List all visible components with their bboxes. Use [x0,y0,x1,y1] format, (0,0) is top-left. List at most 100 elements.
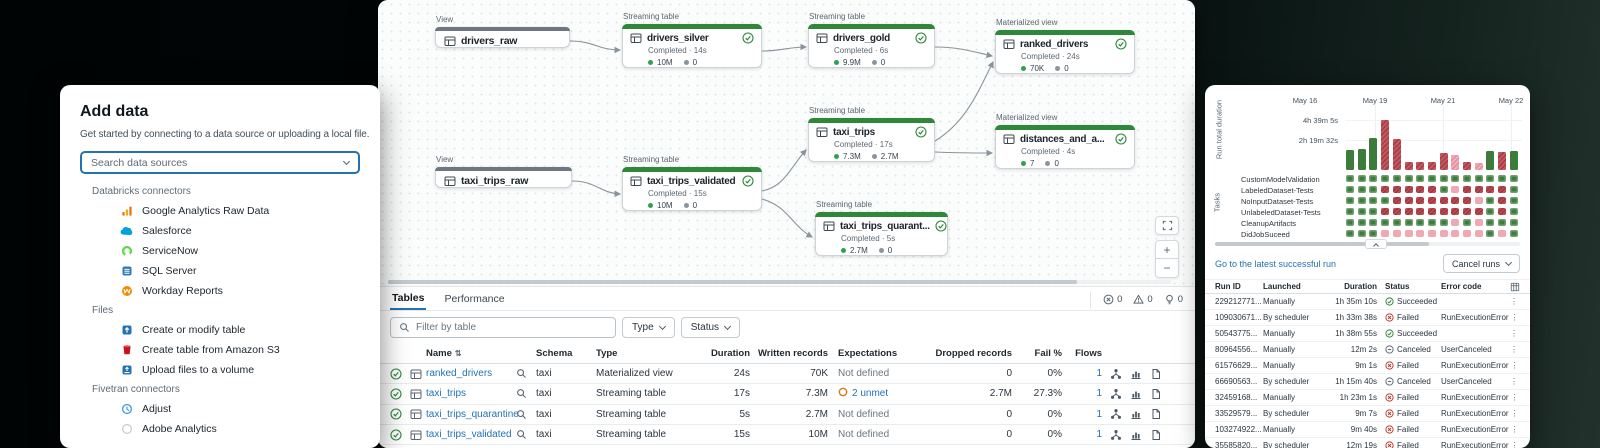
connector-adjust[interactable]: Adjust [60,399,380,419]
task-cell-failed-light[interactable] [1463,230,1471,237]
run-bar[interactable] [1369,138,1378,170]
run-bar[interactable] [1439,153,1448,170]
task-cell-success[interactable] [1381,197,1390,204]
task-cell-success[interactable] [1346,197,1354,204]
search-data-sources-input[interactable]: Search data sources [80,151,360,174]
task-cell-success[interactable] [1357,186,1366,193]
task-cell-failed[interactable] [1404,197,1413,204]
task-cell-failed[interactable] [1474,186,1483,193]
document-icon[interactable] [1150,408,1162,420]
task-cell-success[interactable] [1509,197,1518,204]
run-bar[interactable] [1404,162,1413,170]
flows-cell[interactable]: 1 [1096,368,1102,380]
task-cell-failed[interactable] [1427,186,1436,193]
connector-google-analytics[interactable]: Google Analytics Raw Data [60,201,380,221]
task-cell-success[interactable] [1346,186,1354,193]
run-id-cell[interactable]: 66690563... [1215,377,1258,386]
pipeline-icon[interactable] [1110,388,1122,400]
task-cell-failed[interactable] [1427,197,1436,204]
task-cell-failed[interactable] [1392,186,1401,193]
task-cell-failed-light[interactable] [1474,230,1483,237]
kebab-menu-icon[interactable]: ⋮ [1510,377,1518,386]
task-cell-success[interactable] [1357,230,1366,237]
task-cell-failed[interactable] [1439,208,1448,215]
kebab-menu-icon[interactable]: ⋮ [1510,441,1519,448]
table-name-link[interactable]: taxi_trips_validated [426,429,512,441]
unmet-link[interactable]: 2 unmet [852,388,889,400]
kebab-menu-icon[interactable]: ⋮ [1510,393,1519,402]
fullscreen-button[interactable] [1155,216,1179,235]
connector-amazon-s3[interactable]: Create table from Amazon S3 [60,340,380,360]
task-cell-failed-light[interactable] [1404,230,1413,237]
connector-workday[interactable]: Workday Reports [60,281,380,301]
task-cell-success[interactable] [1357,175,1366,182]
task-cell-failed-light[interactable] [1451,186,1460,193]
table-name-link[interactable]: taxi_trips_quarantine [426,408,519,420]
columns-settings-icon[interactable] [1510,282,1520,292]
task-cell-failed-light[interactable] [1416,230,1425,237]
task-cell-success[interactable] [1404,219,1413,226]
task-cell-failed[interactable] [1416,208,1425,215]
task-cell-success[interactable] [1509,175,1518,182]
kebab-menu-icon[interactable]: ⋮ [1510,409,1519,418]
task-cell-failed[interactable] [1498,197,1507,204]
kebab-menu-icon[interactable]: ⋮ [1510,361,1519,370]
collapse-chart-button[interactable] [1365,239,1387,249]
task-cell-success[interactable] [1369,197,1378,204]
task-cell-failed-light[interactable] [1381,230,1390,237]
task-cell-success[interactable] [1369,186,1378,193]
run-bar[interactable] [1416,162,1425,170]
run-bar[interactable] [1346,150,1354,170]
task-cell-failed-light[interactable] [1392,230,1401,237]
kebab-menu-icon[interactable]: ⋮ [1510,329,1518,338]
search-table-icon[interactable] [516,409,536,420]
run-bar[interactable] [1357,149,1366,170]
search-table-icon[interactable] [516,429,536,440]
task-cell-success[interactable] [1486,230,1495,237]
task-cell-failed[interactable] [1381,186,1390,193]
task-cell-success[interactable] [1346,219,1354,226]
connector-salesforce[interactable]: Salesforce [60,221,380,241]
latest-successful-run-link[interactable]: Go to the latest successful run [1215,258,1337,269]
task-cell-success[interactable] [1416,219,1425,226]
task-cell-success[interactable] [1357,197,1366,204]
connector-adobe[interactable]: Adobe Analytics [60,419,380,439]
task-cell-failed[interactable] [1463,208,1471,215]
task-cell-failed[interactable] [1498,186,1507,193]
task-cell-failed-light[interactable] [1439,230,1448,237]
task-cell-success[interactable] [1427,219,1436,226]
table-name-link[interactable]: ranked_drivers [426,368,493,380]
task-cell-failed[interactable] [1463,186,1471,193]
task-cell-success[interactable] [1381,219,1390,226]
run-bar[interactable] [1498,152,1507,170]
task-cell-failed[interactable] [1474,208,1483,215]
kebab-menu-icon[interactable]: ⋮ [1510,345,1518,354]
task-cell-failed[interactable] [1404,186,1413,193]
hint-counter[interactable]: 0 [1164,294,1183,305]
task-cell-failed[interactable] [1416,197,1425,204]
run-bar[interactable] [1451,155,1460,170]
task-cell-failed[interactable] [1392,208,1401,215]
task-cell-success[interactable] [1509,208,1518,215]
task-cell-failed[interactable] [1498,208,1507,215]
task-cell-success[interactable] [1439,175,1448,182]
task-cell-success[interactable] [1357,219,1366,226]
tab-performance[interactable]: Performance [444,293,505,305]
task-cell-failed[interactable] [1486,186,1495,193]
task-cell-success[interactable] [1509,219,1518,226]
task-cell-success[interactable] [1486,208,1495,215]
scrollbar-thumb[interactable] [1215,242,1429,246]
task-cell-success[interactable] [1392,175,1401,182]
task-cell-failed[interactable] [1439,197,1448,204]
